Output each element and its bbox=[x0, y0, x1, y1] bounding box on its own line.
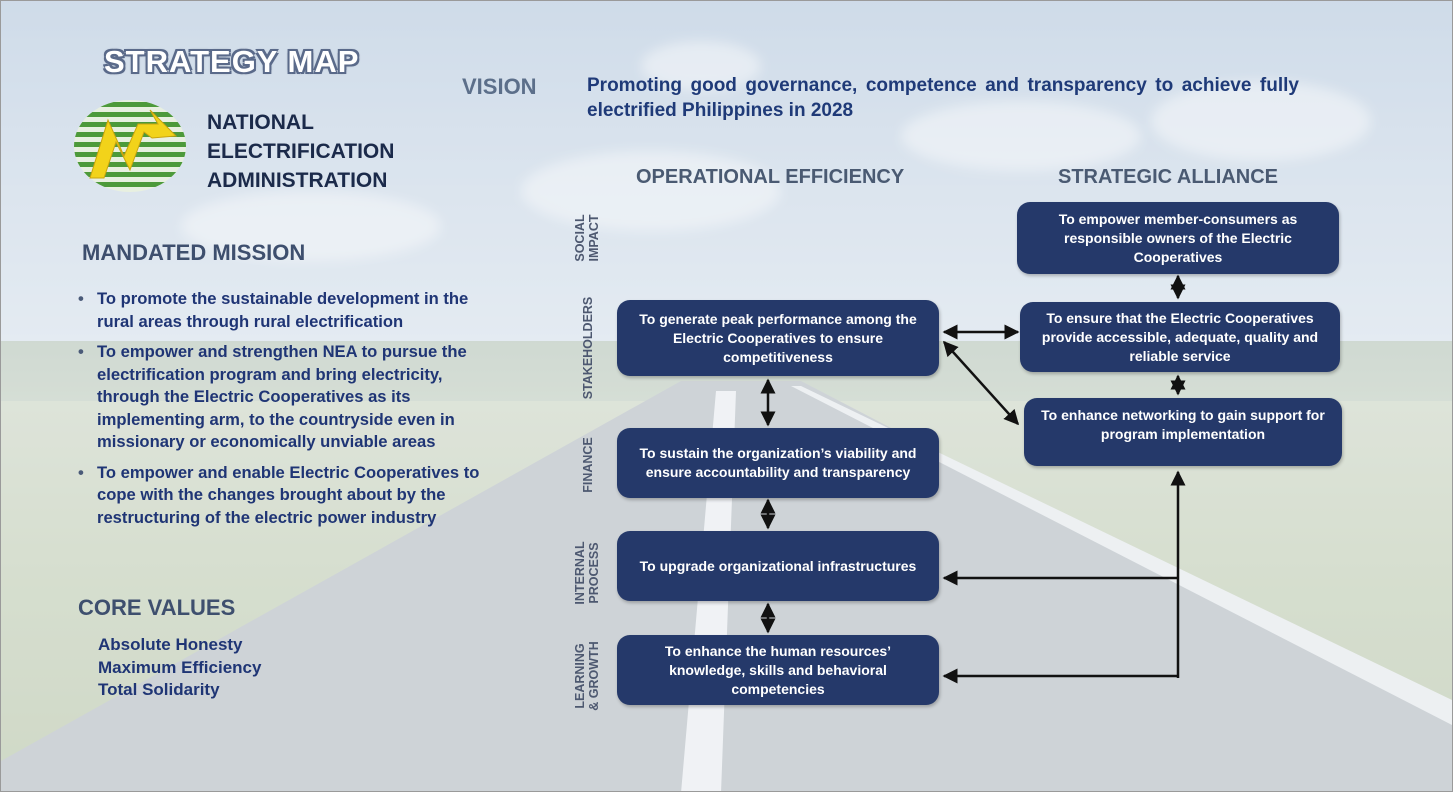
vision-statement: Promoting good governance, competence an… bbox=[587, 75, 1299, 121]
operational-efficiency-heading: OPERATIONAL EFFICIENCY bbox=[636, 166, 905, 188]
bullet-icon: • bbox=[78, 342, 84, 361]
objective-infrastructure: To upgrade organizational infrastructure… bbox=[617, 531, 939, 601]
objective-networking: To enhance networking to gain support fo… bbox=[1024, 398, 1342, 466]
org-name-line: NATIONAL bbox=[207, 111, 314, 134]
mission-title: MANDATED MISSION bbox=[82, 240, 306, 265]
core-values-list: Absolute Honesty Maximum Efficiency Tota… bbox=[98, 634, 261, 702]
arrow-peak-networking bbox=[942, 340, 1020, 426]
organization-name: NATIONAL ELECTRIFICATION ADMINISTRATION bbox=[207, 108, 394, 195]
cloud bbox=[1151, 81, 1371, 161]
strategic-alliance-heading: STRATEGIC ALLIANCE bbox=[1058, 166, 1278, 188]
core-value: Total Solidarity bbox=[98, 680, 220, 699]
cloud bbox=[521, 151, 781, 231]
mission-item-text: To promote the sustainable development i… bbox=[97, 289, 469, 331]
core-value: Maximum Efficiency bbox=[98, 657, 262, 677]
mission-item-text: To empower and strengthen NEA to pursue … bbox=[97, 342, 467, 451]
org-name-line: ADMINISTRATION bbox=[207, 169, 388, 192]
cloud bbox=[641, 41, 761, 91]
org-name-line: ELECTRIFICATION bbox=[207, 140, 395, 163]
road-edge-line bbox=[791, 386, 1452, 725]
objective-viability: To sustain the organization’s viability … bbox=[617, 428, 939, 498]
cloud bbox=[901, 101, 1141, 171]
vision-label: VISION bbox=[462, 74, 537, 99]
cloud bbox=[181, 191, 441, 261]
mission-item: • To empower and strengthen NEA to pursue… bbox=[78, 341, 498, 454]
objective-peak-performance: To generate peak performance among the E… bbox=[617, 300, 939, 376]
objective-empower-consumers: To empower member-consumers as responsib… bbox=[1017, 202, 1339, 274]
core-value: Absolute Honesty bbox=[98, 635, 243, 654]
slide-title: STRATEGY MAP bbox=[104, 44, 360, 79]
mission-item: • To promote the sustainable development … bbox=[78, 288, 498, 333]
nea-lightning-logo-icon bbox=[74, 100, 186, 192]
objective-human-resources: To enhance the human resources’ knowledg… bbox=[617, 635, 939, 705]
bullet-icon: • bbox=[78, 462, 84, 482]
mission-item: • To empower and enable Electric Cooperat… bbox=[78, 462, 498, 530]
core-values-title: CORE VALUES bbox=[78, 595, 236, 620]
mission-list: • To promote the sustainable development … bbox=[78, 288, 498, 537]
mission-item-text: To empower and enable Electric Cooperati… bbox=[97, 462, 480, 527]
bullet-icon: • bbox=[78, 289, 84, 308]
objective-accessible-service: To ensure that the Electric Cooperatives… bbox=[1020, 302, 1340, 372]
